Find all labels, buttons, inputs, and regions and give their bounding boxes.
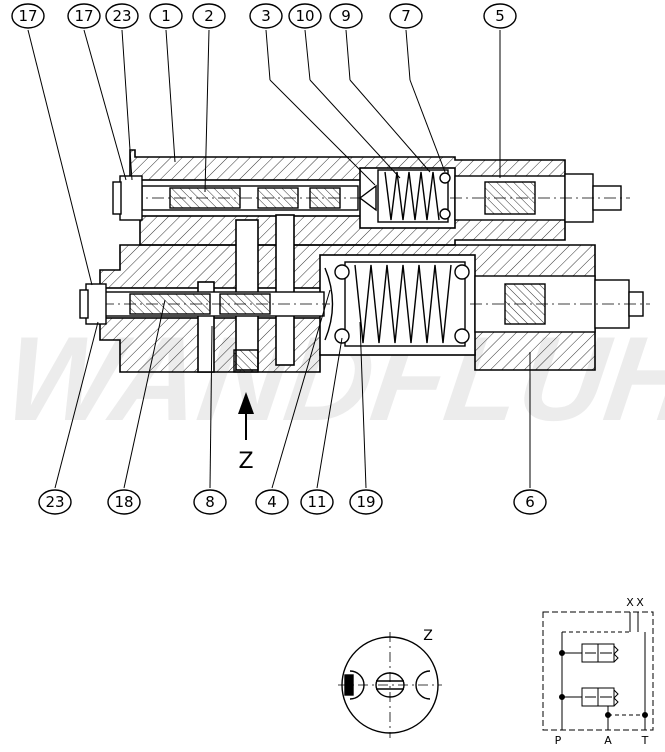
callout-number: 23 <box>112 7 131 25</box>
upper-spool <box>130 185 360 211</box>
lower-spring-assembly <box>324 261 470 347</box>
upper-spring-assembly <box>358 169 451 223</box>
hydraulic-symbol <box>542 611 654 731</box>
callout-number: 19 <box>356 493 375 511</box>
port-label-a: A <box>604 734 612 747</box>
lower-adjust-screw <box>470 275 650 333</box>
callout-4: 4 <box>255 489 289 515</box>
callout-number: 17 <box>74 7 93 25</box>
callout-number: 17 <box>18 7 37 25</box>
callout-6: 6 <box>513 489 547 515</box>
callout-number: 7 <box>401 7 411 25</box>
callout-2: 2 <box>192 3 226 29</box>
callout-3: 3 <box>249 3 283 29</box>
callout-7: 7 <box>389 3 423 29</box>
drain-label-1: X <box>626 596 634 609</box>
callout-23: 23 <box>38 489 72 515</box>
leader-lines-top <box>27 29 501 286</box>
callout-number: 11 <box>307 493 326 511</box>
callout-number: 5 <box>495 7 505 25</box>
upper-adjust-screw <box>450 173 630 223</box>
leader-lines-bottom <box>54 289 531 489</box>
callout-8: 8 <box>193 489 227 515</box>
callout-9: 9 <box>329 3 363 29</box>
callout-number: 23 <box>45 493 64 511</box>
callout-number: 18 <box>114 493 133 511</box>
detail-label: Z <box>423 628 433 644</box>
callout-number: 4 <box>267 493 277 511</box>
callout-1: 1 <box>149 3 183 29</box>
callout-number: 10 <box>295 7 314 25</box>
callout-17: 17 <box>11 3 45 29</box>
callout-19: 19 <box>349 489 383 515</box>
callout-number: 2 <box>204 7 214 25</box>
callout-18: 18 <box>107 489 141 515</box>
callout-number: 6 <box>525 493 535 511</box>
detail-view-z <box>338 632 442 738</box>
upper-plug <box>112 175 143 221</box>
callout-number: 8 <box>205 493 215 511</box>
callout-17: 17 <box>67 3 101 29</box>
callout-5: 5 <box>483 3 517 29</box>
port-label-t: T <box>641 734 649 747</box>
drain-label-2: X <box>636 596 644 609</box>
port-insert <box>233 349 259 373</box>
callouts-bottom: 23 18 8 4 11 19 6 <box>38 489 547 515</box>
callout-number: 9 <box>341 7 351 25</box>
lower-spool <box>80 291 330 317</box>
lower-plug <box>79 283 107 325</box>
callout-10: 10 <box>288 3 322 29</box>
callout-11: 11 <box>300 489 334 515</box>
port-label-p: P <box>555 734 562 747</box>
callout-number: 1 <box>161 7 171 25</box>
view-arrow <box>238 392 254 440</box>
callout-number: 3 <box>261 7 271 25</box>
view-arrow-label: Z <box>238 449 253 474</box>
callout-23: 23 <box>105 3 139 29</box>
